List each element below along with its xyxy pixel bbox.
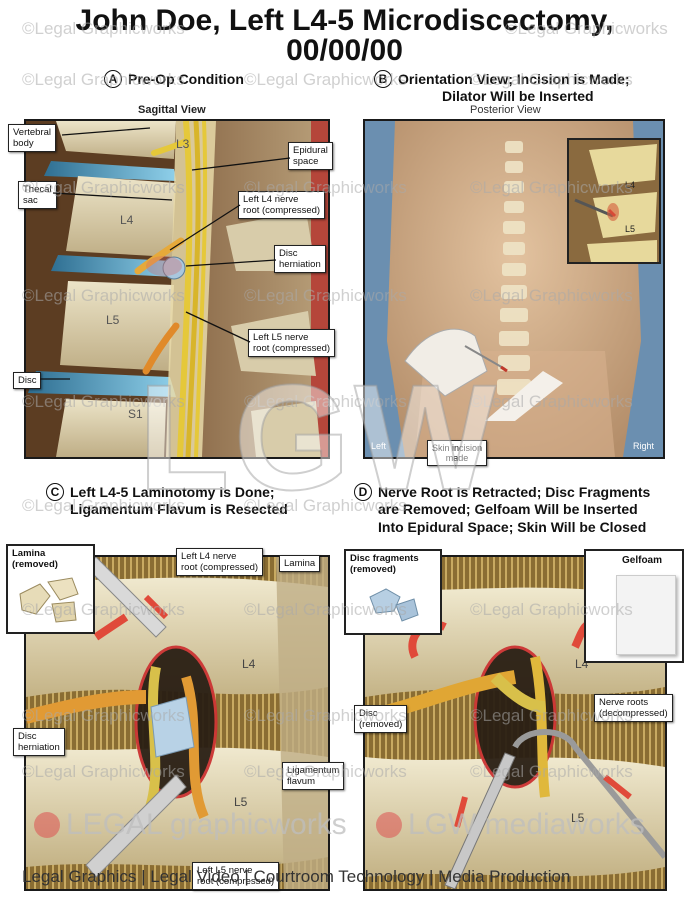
watermark: ©Legal Graphicworks: [470, 70, 633, 89]
lamina-removed-label: Lamina (removed): [12, 548, 58, 570]
brand-left-watermark: LEGAL graphicworks: [34, 808, 347, 842]
lgw-logo-watermark: LGW: [137, 353, 500, 521]
watermark: ©Legal Graphicworks: [244, 496, 407, 515]
callout-c-ligamentum: Ligamentum flavum: [282, 762, 345, 790]
brand-left-circle-icon: [34, 812, 60, 838]
lamina-removed-inset: Lamina (removed): [6, 544, 95, 634]
watermark: ©Legal Graphicworks: [244, 762, 407, 781]
panel-c-title-2: Ligamentum Flavum is Resected: [70, 501, 288, 517]
brand-left-text: LEGAL graphicworks: [66, 808, 347, 841]
panel-c-title-1: Left L4-5 Laminotomy is Done;: [70, 484, 275, 500]
panel-a-heading: A Pre-Op Condition: [104, 70, 244, 88]
callout-d-disc-removed: Disc (removed): [354, 705, 408, 733]
watermark: ©Legal Graphicworks: [244, 600, 407, 619]
c-l4-label: L4: [242, 657, 256, 671]
callout-d-nerve-roots: Nerve roots (decompressed): [594, 694, 673, 722]
watermark: ©Legal Graphicworks: [470, 286, 633, 305]
panel-b-inset: L4 L5: [567, 138, 661, 264]
inset-l5-label: L5: [625, 224, 636, 234]
brand-right-play-icon: [376, 812, 402, 838]
panel-a-subheading: Sagittal View: [138, 104, 206, 116]
panel-d-heading: D Nerve Root is Retracted; Disc Fragments: [354, 483, 650, 501]
callout-left-l5-nerve: Left L5 nerve root (compressed): [248, 329, 336, 357]
watermark: ©Legal Graphicworks: [244, 706, 407, 725]
footer-tagline: Legal Graphics | Legal Video | Courtroom…: [22, 867, 571, 886]
panel-c-letter: C: [46, 483, 64, 501]
watermark: ©Legal Graphicworks: [22, 706, 185, 725]
panel-a-letter: A: [104, 70, 122, 88]
callout-vertebral-body: Vertebral body: [8, 124, 57, 152]
l5-label: L5: [106, 313, 120, 327]
watermark: ©Legal Graphicworks: [22, 762, 185, 781]
label-left: Left: [371, 441, 387, 451]
panel-b-subheading: Posterior View: [470, 104, 541, 116]
watermark: ©Legal Graphicworks: [22, 178, 185, 197]
l3-label: L3: [176, 137, 190, 151]
title-line-2: 00/00/00: [286, 34, 403, 67]
inset-vertebrae-illustration: [569, 140, 659, 262]
callout-c-lamina: Lamina: [279, 555, 321, 572]
watermark: ©Legal Graphicworks: [244, 70, 407, 89]
callout-c-disc-herniation: Disc herniation: [13, 728, 65, 756]
brand-right-watermark: LGW mediaworks: [376, 808, 645, 842]
l4-label: L4: [120, 213, 134, 227]
watermark: ©Legal Graphicworks: [470, 706, 633, 725]
gelfoam-inset: Gelfoam: [584, 549, 684, 663]
label-right: Right: [633, 441, 655, 451]
watermark: ©Legal Graphicworks: [505, 19, 668, 38]
brand-right-text: LGW mediaworks: [408, 808, 645, 841]
watermark: ©Legal Graphicworks: [22, 600, 185, 619]
watermark: ©Legal Graphicworks: [22, 19, 185, 38]
bone-fragments-icon: [19, 577, 79, 623]
watermark: ©Legal Graphicworks: [470, 762, 633, 781]
panel-d-title-3: Into Epidural Space; Skin Will be Closed: [378, 519, 647, 535]
panel-d-title-2: are Removed; Gelfoam Will be Inserted: [378, 501, 638, 517]
inset-l4-label: L4: [625, 180, 636, 190]
watermark: ©Legal Graphicworks: [470, 600, 633, 619]
watermark: ©Legal Graphicworks: [22, 70, 185, 89]
panel-d-letter: D: [354, 483, 372, 501]
panel-a-title: Pre-Op Condition: [128, 71, 244, 87]
page-title: John Doe, Left L4-5 Microdiscectomy, 00/…: [0, 6, 689, 66]
callout-thecal-sac: Thecal sac: [18, 181, 57, 209]
callout-disc: Disc: [13, 372, 42, 389]
watermark: ©Legal Graphicworks: [470, 178, 633, 197]
panel-b-heading: B Orientation View; Incision is Made;: [374, 70, 630, 88]
watermark: ©Legal Graphicworks: [470, 392, 633, 411]
panel-b-title-1: Orientation View; Incision is Made;: [398, 71, 630, 87]
title-line-1: John Doe, Left L4-5 Microdiscectomy,: [75, 4, 614, 37]
callout-skin-incision: Skin incision made: [427, 440, 488, 466]
panel-c-heading: C Left L4-5 Laminotomy is Done;: [46, 483, 275, 501]
watermark: ©Legal Graphicworks: [22, 286, 185, 305]
callout-c-left-l5-nerve: Left L5 nerve root (compressed): [192, 862, 280, 890]
disc-fragments-inset: Disc fragments (removed): [344, 549, 442, 635]
d-l5-label: L5: [571, 811, 585, 825]
callout-left-l4-nerve: Left L4 nerve root (compressed): [238, 191, 326, 219]
s1-label: S1: [128, 407, 143, 421]
gelfoam-sponge-icon: [616, 575, 676, 655]
panel-b-letter: B: [374, 70, 392, 88]
disc-fragments-icon: [369, 588, 419, 622]
watermark: ©Legal Graphicworks: [244, 392, 407, 411]
watermark: ©Legal Graphicworks: [22, 392, 185, 411]
gelfoam-label: Gelfoam: [622, 555, 663, 566]
panel-d-title-1: Nerve Root is Retracted; Disc Fragments: [378, 484, 651, 500]
watermark: ©Legal Graphicworks: [22, 496, 185, 515]
c-l5-label: L5: [234, 795, 248, 809]
callout-disc-herniation: Disc herniation: [274, 245, 326, 273]
panel-b-title-2: Dilator Will be Inserted: [442, 88, 594, 104]
watermark: ©Legal Graphicworks: [244, 286, 407, 305]
disc-fragments-label: Disc fragments (removed): [350, 553, 419, 575]
callout-c-left-l4-nerve: Left L4 nerve root (compressed): [176, 548, 264, 576]
watermark: ©Legal Graphicworks: [244, 178, 407, 197]
callout-epidural-space: Epidural space: [288, 142, 333, 170]
